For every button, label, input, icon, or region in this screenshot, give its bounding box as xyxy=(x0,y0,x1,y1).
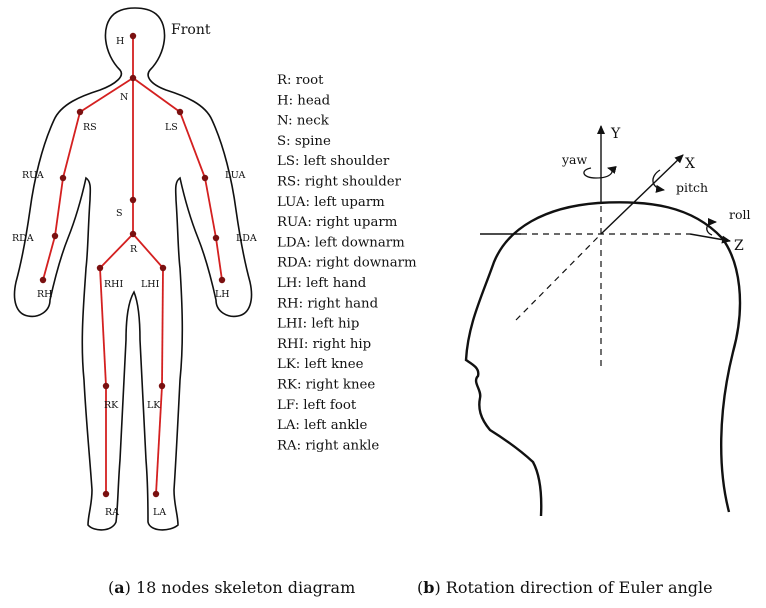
node-label-RH: RH xyxy=(37,289,52,300)
yaw-rotation-arrow xyxy=(584,168,612,178)
joint-RDA xyxy=(52,233,58,239)
caption-b: (b) Rotation direction of Euler angle xyxy=(417,578,713,597)
bone-LUA-LDA xyxy=(205,178,216,238)
node-label-R: R xyxy=(130,244,138,255)
bone-RDA-RH xyxy=(43,236,55,280)
caption-a: (a) 18 nodes skeleton diagram xyxy=(108,578,355,597)
legend-root: R: root xyxy=(277,73,324,88)
joint-LH xyxy=(219,277,225,283)
legend-left-hip: LHI: left hip xyxy=(277,317,359,332)
legend-right-shoulder: RS: right shoulder xyxy=(277,175,402,190)
skeleton-node-labels: H N RS LS RUA LUA S R RDA LDA RH LH RHI … xyxy=(12,36,257,518)
legend-right-knee: RK: right knee xyxy=(277,378,375,393)
node-label-RK: RK xyxy=(104,400,119,411)
node-label-S: S xyxy=(116,208,123,219)
caption-b-text: Rotation direction of Euler angle xyxy=(446,578,713,597)
legend-left-downarm: LDA: left downarm xyxy=(277,235,405,250)
bone-R-RHI xyxy=(100,234,133,268)
legend-right-hand: RH: right hand xyxy=(277,296,379,311)
node-label-RHI: RHI xyxy=(104,279,123,290)
node-label-LHI: LHI xyxy=(141,279,160,290)
euler-angle-diagram: Y X Z yaw pitch roll xyxy=(466,126,751,516)
legend-head: H: head xyxy=(277,93,331,108)
caption-a-letter: a xyxy=(114,578,124,597)
caption-a-text: 18 nodes skeleton diagram xyxy=(136,578,355,597)
node-label-LK: LK xyxy=(147,400,161,411)
legend-left-knee: LK: left knee xyxy=(277,357,364,372)
x-axis-label: X xyxy=(685,156,695,172)
bone-RUA-RDA xyxy=(55,178,63,236)
front-view-label: Front xyxy=(171,22,211,38)
legend-left-uparm: LUA: left uparm xyxy=(277,195,385,210)
joint-H xyxy=(130,33,136,39)
node-label-RUA: RUA xyxy=(22,170,44,181)
joint-LS xyxy=(177,109,183,115)
legend-right-hip: RHI: right hip xyxy=(277,337,371,352)
bone-N-LS xyxy=(133,78,180,112)
skeleton-diagram: H N RS LS RUA LUA S R RDA LDA RH LH RHI … xyxy=(12,8,257,530)
joint-S xyxy=(130,197,136,203)
pitch-rotation-arrow xyxy=(653,170,664,190)
legend-right-uparm: RUA: right uparm xyxy=(277,215,398,230)
z-axis-label: Z xyxy=(734,238,744,254)
legend-right-ankle: RA: right ankle xyxy=(277,438,379,453)
joint-RHI xyxy=(97,265,103,271)
joint-RA xyxy=(103,491,109,497)
joint-LK xyxy=(159,383,165,389)
joint-N xyxy=(130,75,136,81)
node-label-RA: RA xyxy=(105,507,119,518)
skeleton-bones xyxy=(43,36,222,494)
joint-LHI xyxy=(160,265,166,271)
joint-RH xyxy=(40,277,46,283)
pitch-label: pitch xyxy=(676,180,708,195)
joint-LA xyxy=(153,491,159,497)
joint-LUA xyxy=(202,175,208,181)
legend-left-hand: LH: left hand xyxy=(277,276,367,291)
node-label-LUA: LUA xyxy=(225,170,246,181)
roll-label: roll xyxy=(729,207,751,222)
yaw-label: yaw xyxy=(561,152,588,167)
joint-RUA xyxy=(60,175,66,181)
bone-LS-LUA xyxy=(180,112,205,178)
bone-R-LHI xyxy=(133,234,163,268)
joint-RS xyxy=(77,109,83,115)
node-label-LA: LA xyxy=(153,507,166,518)
node-label-RDA: RDA xyxy=(12,233,34,244)
legend-spine: S: spine xyxy=(277,134,331,149)
joint-R xyxy=(130,231,136,237)
legend-left-ankle: LA: left ankle xyxy=(277,418,368,433)
bone-LDA-LH xyxy=(216,238,222,280)
bone-RS-RUA xyxy=(63,112,80,178)
joint-RK xyxy=(103,383,109,389)
node-label-LH: LH xyxy=(215,289,230,300)
node-label-N: N xyxy=(120,92,128,103)
legend-right-downarm: RDA: right downarm xyxy=(277,256,417,271)
node-label-RS: RS xyxy=(83,122,97,133)
bone-LHI-LK xyxy=(162,268,163,386)
legend-left-shoulder: LS: left shoulder xyxy=(277,154,390,169)
node-label-LS: LS xyxy=(165,122,178,133)
node-label-LDA: LDA xyxy=(236,233,257,244)
legend-neck: N: neck xyxy=(277,114,330,129)
head-profile-outline xyxy=(466,202,740,516)
x-axis-dashed xyxy=(516,234,601,320)
skeleton-legend: R: root H: head N: neck S: spine LS: lef… xyxy=(277,73,417,453)
y-axis-label: Y xyxy=(610,126,621,142)
x-axis-arrow xyxy=(601,155,683,234)
joint-LDA xyxy=(213,235,219,241)
z-axis-arrow xyxy=(690,234,730,241)
legend-left-foot: LF: left foot xyxy=(277,398,357,413)
caption-b-letter: b xyxy=(423,578,434,597)
node-label-H: H xyxy=(116,36,124,47)
